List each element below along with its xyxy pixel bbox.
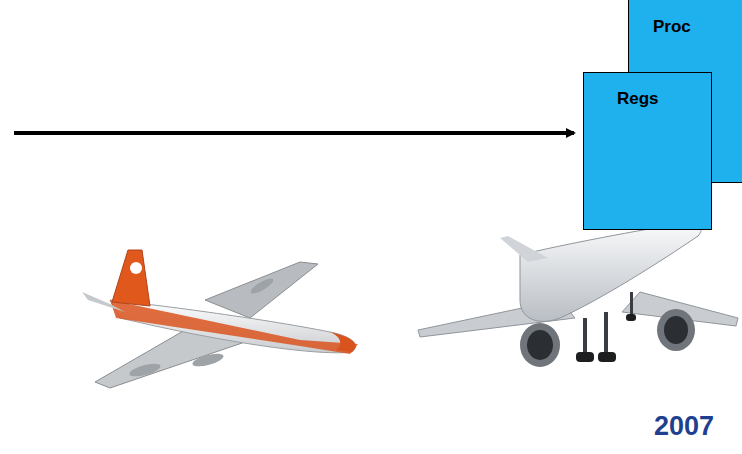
document-box: Regs — [583, 72, 712, 230]
timeline-arrow — [14, 131, 574, 135]
box-title: Proc — [653, 17, 691, 37]
box-title: Regs — [617, 89, 659, 109]
year-label: 2007 — [654, 411, 714, 442]
modern-jet-illustration — [418, 222, 738, 367]
old-jet-illustration — [82, 250, 358, 388]
